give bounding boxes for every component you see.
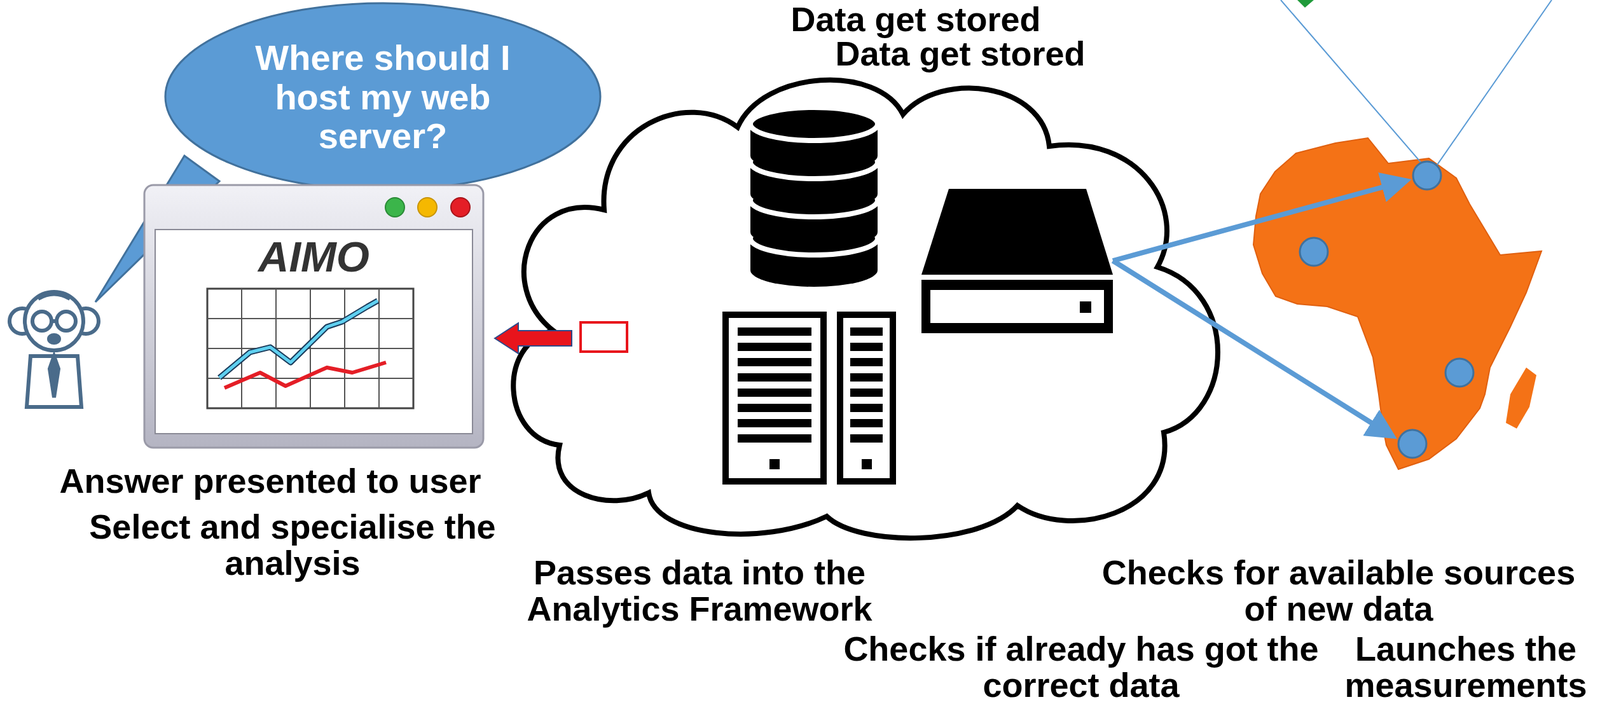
red-arrow <box>494 322 628 354</box>
madagascar <box>1505 367 1537 429</box>
step-label: Passes data into the Analytics Framework <box>508 554 891 627</box>
africa-map <box>1253 137 1542 470</box>
location-dot <box>1299 161 1474 458</box>
server-box-icon <box>921 188 1113 334</box>
cloud-outline <box>513 80 1218 538</box>
window-title: AIMO <box>155 233 473 281</box>
green-marker <box>1297 0 1314 8</box>
step-label: Launches the measurements <box>1335 630 1597 703</box>
launch-arrow <box>1112 260 1393 437</box>
server-rack <box>725 314 893 482</box>
step-label: Data get stored <box>794 35 1126 72</box>
step-label: Select and specialise the analysis <box>69 508 516 581</box>
leader-line <box>1435 0 1552 167</box>
browser-window: AIMO <box>143 183 485 449</box>
step-label: Data get stored <box>750 1 1082 38</box>
step-label: Checks if already has got the correct da… <box>826 630 1336 703</box>
user-icon <box>9 291 99 407</box>
speech-bubble: Where should I host my web server? <box>163 1 603 193</box>
launch-arrow <box>1112 180 1407 261</box>
step-label: Answer presented to user <box>3 462 538 500</box>
leader-line <box>1280 0 1425 167</box>
database-icon <box>750 107 878 287</box>
browser-window-shape <box>143 183 485 449</box>
step-label: Checks for available sources of new data <box>1081 554 1597 627</box>
bubble-text: Where should I host my web server? <box>227 38 539 156</box>
